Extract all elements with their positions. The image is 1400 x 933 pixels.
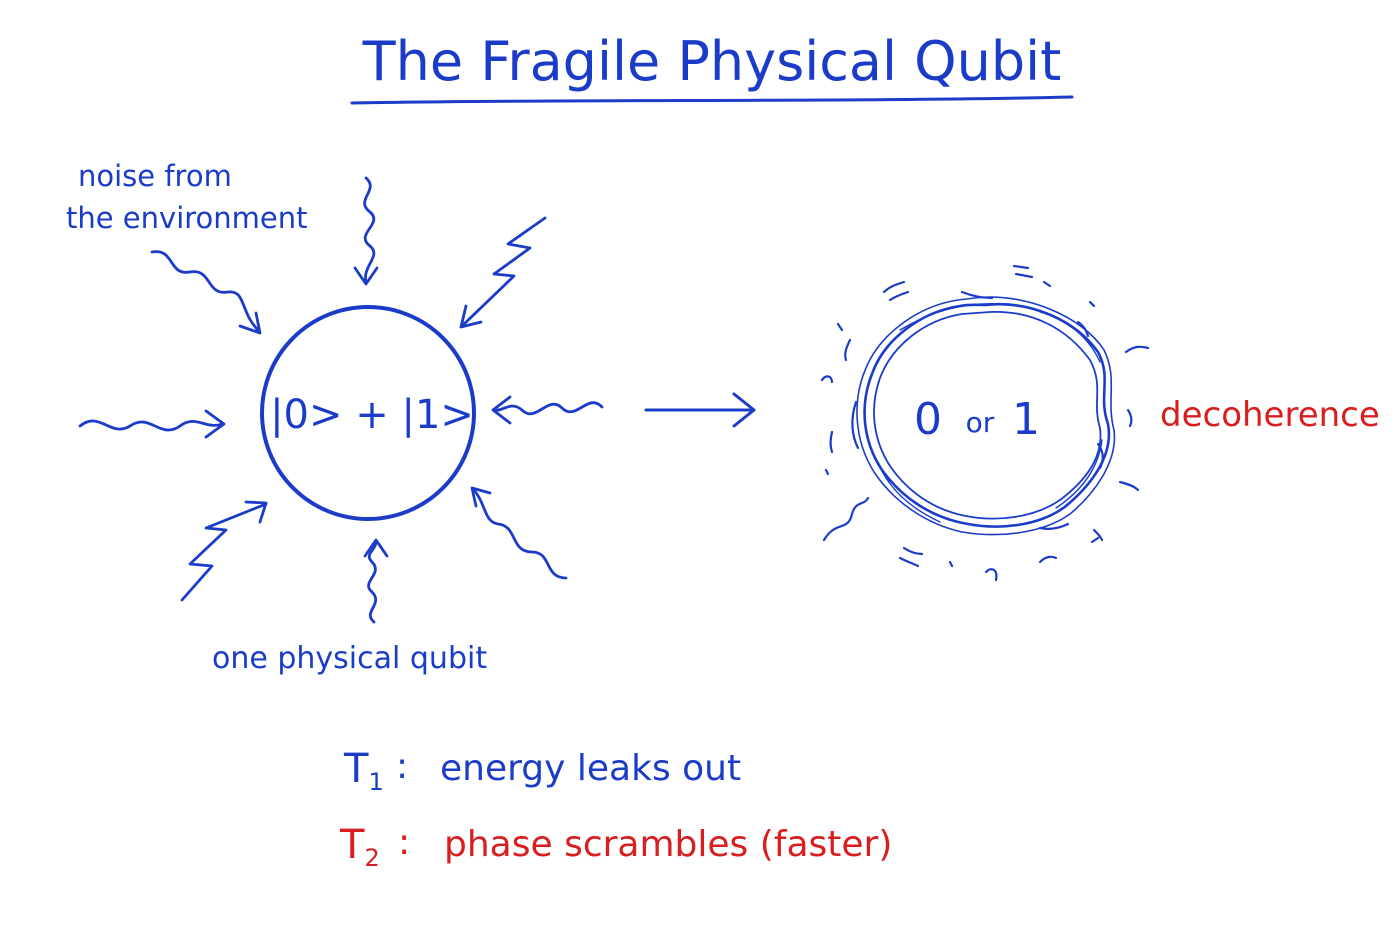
noise-arrow-lower-right — [470, 486, 568, 580]
noise-arrows — [78, 176, 604, 624]
decohered-circle — [856, 296, 1116, 536]
decohered-one: 1 — [1012, 394, 1040, 445]
noise-arrow-left — [78, 409, 226, 439]
decoherence-scatter-marks — [820, 264, 1150, 582]
diagram-title: The Fragile Physical Qubit — [362, 30, 1062, 93]
decoherence-label: decoherence — [1160, 395, 1380, 435]
noise-label-line1: noise from — [78, 159, 232, 193]
decohered-or: or — [966, 406, 995, 439]
t2-subscript: 2 — [364, 844, 379, 872]
decohered-zero: 0 — [914, 394, 942, 445]
noise-arrow-upper-left — [150, 250, 262, 335]
t2-description: phase scrambles (faster) — [444, 824, 892, 865]
noise-arrow-lower-left — [180, 500, 268, 602]
t1-subscript: 1 — [368, 768, 383, 796]
t1-symbol: T1 — [343, 746, 384, 796]
t2-symbol: T2 — [339, 822, 380, 872]
t1-colon: : — [396, 746, 408, 787]
t2-row: T2 : phase scrambles (faster) — [339, 822, 892, 872]
noise-arrow-upper-right — [459, 216, 547, 329]
noise-label-line2: the environment — [66, 201, 308, 235]
noise-arrow-top — [353, 176, 379, 286]
t2-colon: : — [398, 822, 410, 863]
qubit-label: one physical qubit — [212, 641, 487, 676]
t1-row: T1 : energy leaks out — [343, 746, 741, 796]
title-underline — [350, 95, 1074, 105]
transition-arrow — [644, 392, 756, 428]
noise-arrow-right — [491, 395, 604, 425]
qubit-state: |0> + |1> — [270, 392, 474, 438]
qubit-circle — [260, 305, 476, 521]
noise-arrow-bottom — [363, 538, 389, 624]
t1-description: energy leaks out — [440, 748, 741, 789]
